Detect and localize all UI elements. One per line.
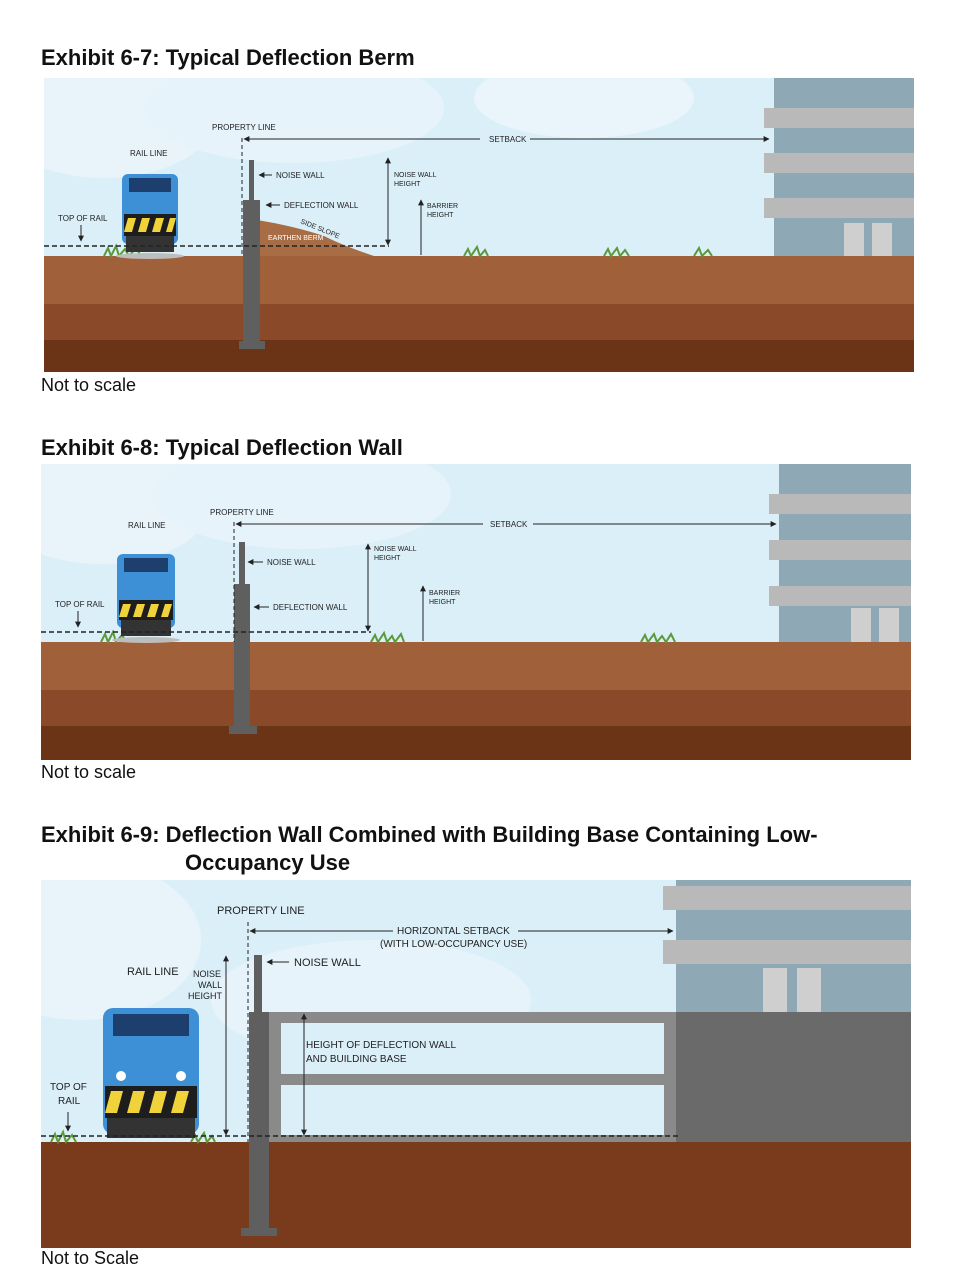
low-occupancy-base: [269, 1012, 676, 1144]
exhibit-6-9-diagram: HORIZONTAL SETBACK (WITH LOW-OCCUPANCY U…: [41, 880, 911, 1248]
noise-wall-height-label-2: HEIGHT: [374, 555, 401, 562]
noise-wall-height-label-2: WALL: [198, 980, 222, 990]
earthen-berm: [257, 220, 374, 256]
rail-line-label: RAIL LINE: [127, 966, 179, 978]
property-line-label: PROPERTY LINE: [210, 508, 274, 517]
rail-line-label: RAIL LINE: [128, 521, 166, 530]
earthen-berm-label: EARTHEN BERM: [268, 235, 324, 242]
building: [769, 464, 911, 644]
exhibit-6-7-diagram: SETBACK PROPERTY LINE RAIL LINE TOP OF R…: [44, 78, 914, 372]
noise-wall-label: NOISE WALL: [267, 558, 316, 567]
deflection-wall-label: DEFLECTION WALL: [284, 201, 359, 210]
rail-line-label: RAIL LINE: [130, 149, 168, 158]
horizontal-setback-label: HORIZONTAL SETBACK: [397, 926, 510, 937]
noise-wall-height-label-2: HEIGHT: [394, 181, 421, 188]
noise-wall-height-label-3: HEIGHT: [188, 991, 223, 1001]
soil: [41, 1142, 911, 1248]
building: [663, 880, 911, 1144]
cloud: [474, 78, 694, 138]
barrier-height-label: BARRIER: [427, 203, 458, 210]
height-deflection-label-2: AND BUILDING BASE: [306, 1054, 407, 1065]
setback-label: SETBACK: [490, 520, 528, 529]
top-of-rail-label: TOP OF RAIL: [58, 214, 108, 223]
noise-wall-label: NOISE WALL: [294, 957, 361, 969]
barrier-height-label-2: HEIGHT: [429, 599, 456, 606]
exhibit-6-7-caption: Not to scale: [41, 375, 137, 395]
top-of-rail-label-2: RAIL: [58, 1096, 81, 1107]
top-of-rail-label: TOP OF RAIL: [55, 600, 105, 609]
train-icon: [112, 554, 180, 643]
noise-wall-height-label: NOISE: [193, 969, 221, 979]
property-line-label: PROPERTY LINE: [212, 123, 276, 132]
train-icon: [103, 1008, 199, 1138]
train-icon: [116, 174, 184, 259]
cloud: [41, 880, 201, 1020]
noise-wall: [239, 542, 245, 586]
top-of-rail-label: TOP OF: [50, 1082, 87, 1093]
noise-wall-label: NOISE WALL: [276, 171, 325, 180]
property-line-label: PROPERTY LINE: [217, 905, 305, 917]
deflection-wall: [249, 1012, 269, 1234]
exhibit-6-8-caption: Not to scale: [41, 762, 137, 782]
deflection-wall-label: DEFLECTION WALL: [273, 603, 348, 612]
height-deflection-label: HEIGHT OF DEFLECTION WALL: [306, 1040, 456, 1051]
barrier-height-label-2: HEIGHT: [427, 212, 454, 219]
noise-wall-height-label: NOISE WALL: [374, 546, 417, 553]
building: [764, 78, 914, 258]
horizontal-setback-label-2: (WITH LOW-OCCUPANCY USE): [380, 939, 527, 950]
building-base: [676, 1012, 911, 1144]
exhibit-6-9-caption: Not to Scale: [41, 1248, 140, 1268]
noise-wall-height-label: NOISE WALL: [394, 172, 437, 179]
exhibit-6-9-title-line2: Occupancy Use: [185, 850, 351, 875]
noise-wall: [254, 955, 262, 1015]
barrier-height-label: BARRIER: [429, 590, 460, 597]
exhibit-6-9-title: Exhibit 6-9: Deflection Wall Combined wi…: [41, 822, 818, 847]
setback-label: SETBACK: [489, 135, 527, 144]
exhibit-6-8-title: Exhibit 6-8: Typical Deflection Wall: [41, 435, 403, 460]
exhibit-6-8-diagram: SETBACK PROPERTY LINE RAIL LINE TOP OF R…: [41, 464, 911, 760]
noise-wall: [249, 160, 254, 202]
deflection-wall: [234, 584, 250, 730]
cloud: [151, 464, 451, 549]
deflection-wall: [243, 200, 260, 348]
exhibit-6-7-title: Exhibit 6-7: Typical Deflection Berm: [41, 45, 415, 70]
